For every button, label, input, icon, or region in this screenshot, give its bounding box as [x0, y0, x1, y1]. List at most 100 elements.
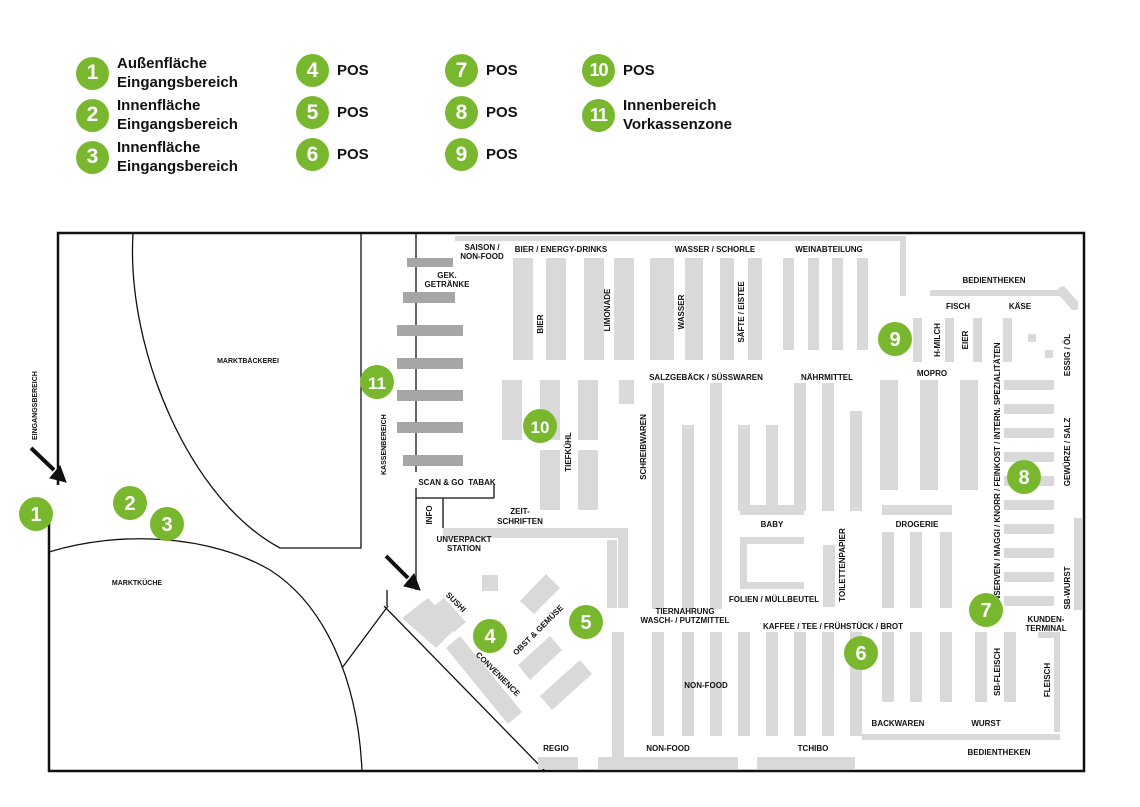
label-schreibwaren: SCHREIBWAREN: [639, 414, 648, 480]
label-non-food-bottom: NON-FOOD: [646, 744, 690, 753]
label-wasch-putzmittel: WASCH- / PUTZMITTEL: [641, 616, 730, 625]
label-sb-wurst: SB-WURST: [1063, 566, 1072, 609]
legend-text: POS: [623, 62, 655, 79]
label-essig-oel: ESSIG / ÖL: [1063, 334, 1072, 376]
label-unverpackt: UNVERPACKT: [437, 535, 492, 544]
map-marker-11: 11: [360, 365, 394, 399]
label-kundenterminal: KUNDEN-: [1028, 615, 1065, 624]
svg-text:3: 3: [161, 514, 172, 536]
legend-badge: 9: [445, 138, 478, 171]
legend-text: POS: [337, 104, 369, 121]
label-kaese: KÄSE: [1009, 302, 1032, 311]
legend-badge: 1: [76, 56, 109, 90]
svg-text:2: 2: [124, 493, 135, 515]
label-mopro: MOPRO: [917, 369, 947, 378]
legend-text: Innenfläche: [117, 139, 201, 156]
label-kundenterminal-2: TERMINAL: [1025, 624, 1066, 633]
walls: [47, 231, 1086, 773]
label-tiernahrung: TIERNAHRUNG: [655, 607, 714, 616]
label-wasser-schorle: WASSER / SCHORLE: [675, 245, 756, 254]
svg-text:9: 9: [889, 329, 900, 351]
legend-item-7: 7 POS: [445, 54, 518, 87]
svg-text:8: 8: [1018, 467, 1029, 489]
label-wasser: WASSER: [677, 294, 686, 329]
legend-text: Außenfläche: [117, 55, 208, 72]
svg-text:4: 4: [484, 626, 496, 648]
svg-text:6: 6: [855, 643, 866, 665]
label-marktbaeckerei: MARKTBÄCKEREI: [217, 357, 279, 365]
label-tiefkuehl: TIEFKÜHL: [564, 432, 573, 472]
label-gek: GEK.: [437, 271, 457, 280]
label-wurst: WURST: [971, 719, 1000, 728]
legend-badge: 4: [296, 54, 329, 87]
label-fisch: FISCH: [946, 302, 970, 311]
label-zeitschriften-2: SCHRIFTEN: [497, 517, 543, 526]
label-backwaren: BACKWAREN: [872, 719, 925, 728]
label-eingangsbereich: EINGANGSBEREICH: [32, 371, 39, 440]
label-marktkueche: MARKTKÜCHE: [112, 578, 162, 587]
legend-item-4: 4 POS: [296, 54, 369, 87]
label-folien: FOLIEN / MÜLLBEUTEL: [729, 595, 819, 604]
label-saison: SAISON /: [464, 243, 500, 252]
label-getraenke: GETRÄNKE: [425, 280, 471, 289]
shelves: [402, 236, 1082, 769]
label-gewuerze: GEWÜRZE / SALZ: [1063, 418, 1072, 487]
legend-badge: 5: [296, 96, 329, 129]
entrance-arrow-icon: [29, 446, 67, 483]
legend-item-8: 8 POS: [445, 96, 518, 129]
label-info: INFO: [425, 505, 434, 524]
map-marker-5: 5: [569, 605, 603, 639]
legend-text: Eingangsbereich: [117, 158, 238, 175]
legend-text: Innenbereich: [623, 97, 717, 114]
svg-text:1: 1: [30, 504, 41, 526]
label-toilettenpapier: TOILETTENPAPIER: [838, 528, 847, 602]
legend-badge: 3: [76, 140, 109, 174]
legend-badge: 11: [582, 98, 615, 132]
legend-item-6: 6 POS: [296, 138, 369, 171]
svg-text:7: 7: [980, 600, 991, 622]
svg-text:5: 5: [580, 612, 591, 634]
label-saefte: SÄFTE / EISTEE: [737, 281, 746, 343]
legend-text: Innenfläche: [117, 97, 201, 114]
legend-text: POS: [486, 146, 518, 163]
label-scan-go: SCAN & GO: [418, 478, 463, 487]
map-marker-10: 10: [523, 409, 557, 443]
label-konserven: KONSERVEN / MAGGI / KNORR / FEINKOST / I…: [993, 342, 1002, 613]
legend-text: POS: [337, 146, 369, 163]
svg-text:10: 10: [531, 418, 550, 437]
exit-arrow-icon: [384, 554, 421, 591]
map-marker-6: 6: [844, 636, 878, 670]
label-sb-fleisch: SB-FLEISCH: [993, 648, 1002, 696]
label-hmilch: H-MILCH: [933, 323, 942, 357]
map-marker-4: 4: [473, 619, 507, 653]
label-salzgebaeck: SALZGEBÄCK / SÜSSWAREN: [649, 373, 763, 382]
legend-item-9: 9 POS: [445, 138, 518, 171]
legend-text: POS: [337, 62, 369, 79]
label-eier: EIER: [961, 330, 970, 349]
label-naehrmittel: NÄHRMITTEL: [801, 373, 853, 382]
legend-text: Eingangsbereich: [117, 74, 238, 91]
legend-badge: 10: [582, 54, 615, 87]
map-marker-7: 7: [969, 593, 1003, 627]
map-marker-2: 2: [113, 486, 147, 520]
map-marker-1: 1: [19, 497, 53, 531]
label-baby: BABY: [761, 520, 784, 529]
label-drogerie: DROGERIE: [896, 520, 939, 529]
label-kaffee: KAFFEE / TEE / FRÜHSTÜCK / BROT: [763, 622, 903, 631]
label-kassenbereich: KASSENBEREICH: [381, 414, 388, 475]
svg-text:11: 11: [368, 374, 386, 393]
label-tabak: TABAK: [468, 478, 496, 487]
legend-text: Vorkassenzone: [623, 116, 732, 133]
legend-badge: 8: [445, 96, 478, 129]
label-saison-2: NON-FOOD: [460, 252, 504, 261]
map-marker-8: 8: [1007, 460, 1041, 494]
label-limonade: LIMONADE: [603, 288, 612, 331]
legend-badge: 6: [296, 138, 329, 171]
label-bedientheken-top: BEDIENTHEKEN: [962, 276, 1025, 285]
checkout-counters: [397, 258, 463, 466]
label-regio: REGIO: [543, 744, 569, 753]
